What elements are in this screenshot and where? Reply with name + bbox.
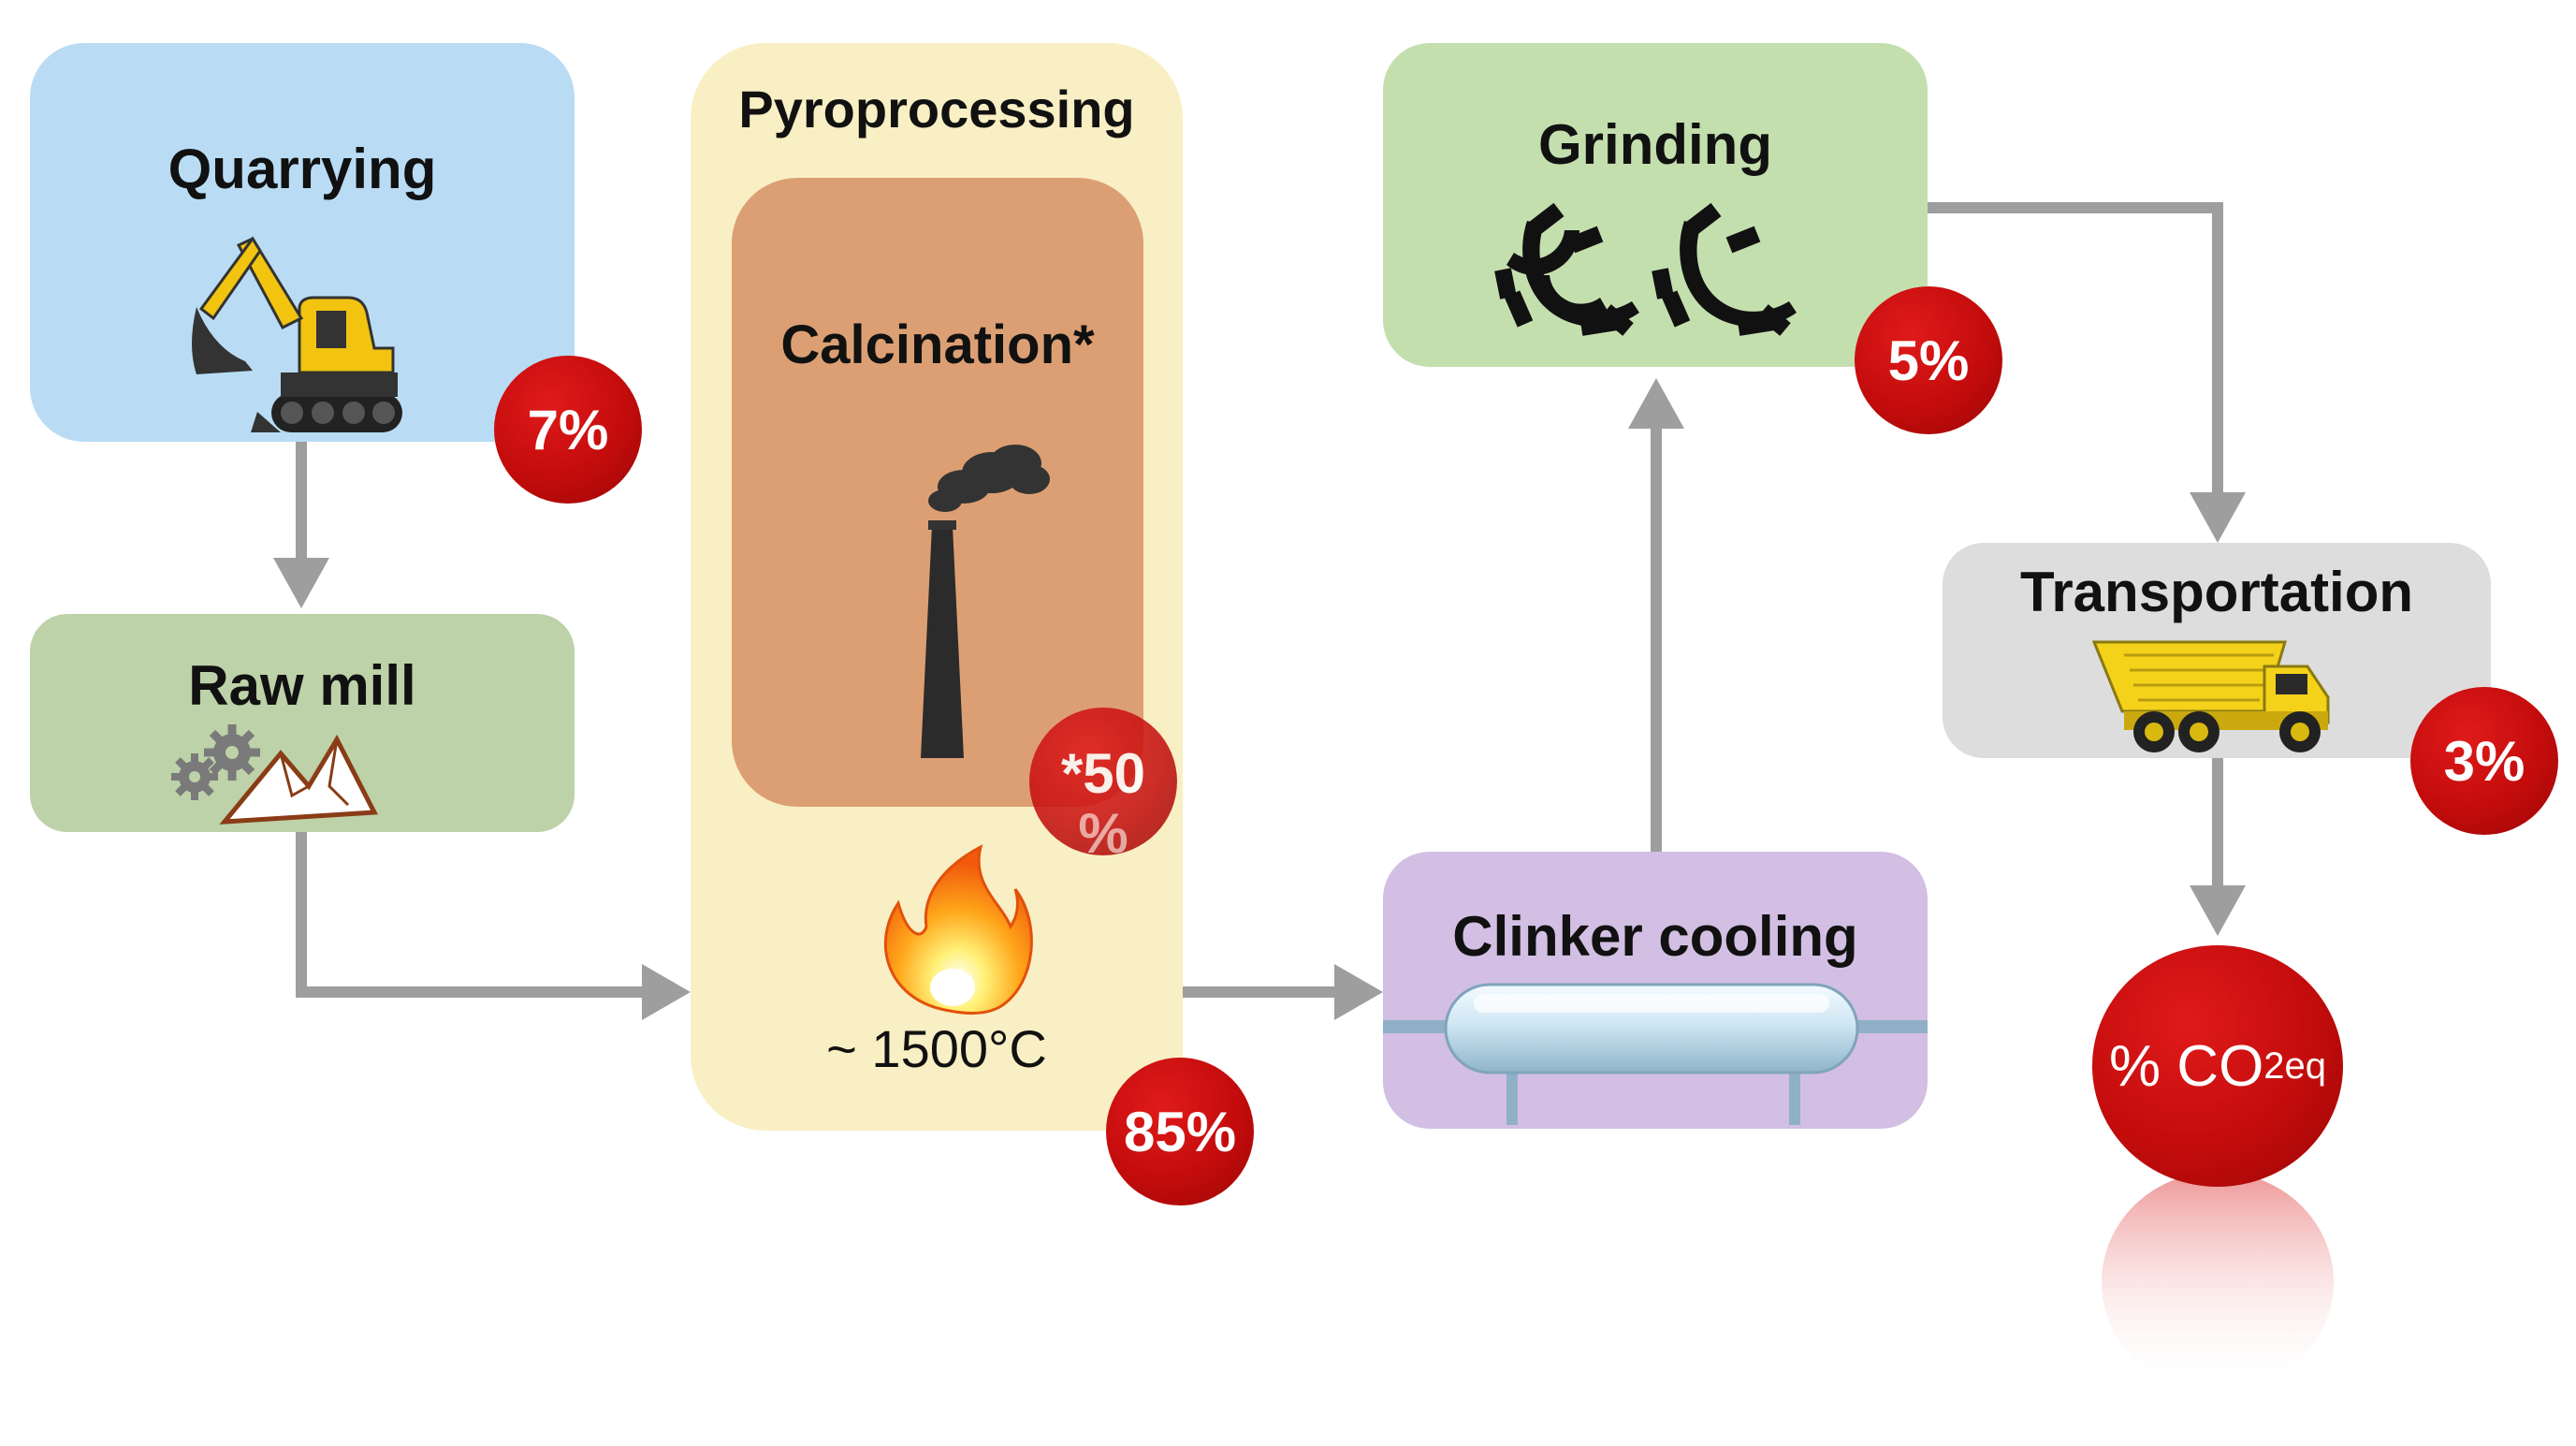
co2eq-subscript: 2eq	[2263, 1044, 2327, 1087]
calcination-share-badge: *50 %	[1029, 708, 1177, 862]
transportation-share-badge: 3%	[2410, 687, 2558, 835]
pyroprocessing-title: Pyroprocessing	[738, 80, 1135, 139]
co2eq-label: % CO	[2108, 1033, 2264, 1099]
arrowhead-right-1	[642, 964, 691, 1020]
calcination-title: Calcination*	[780, 314, 1095, 375]
arrow-heads	[273, 378, 2246, 1020]
pyroprocessing-share-badge: 85%	[1106, 1058, 1254, 1205]
arrow-grinding-to-transport	[1928, 202, 2223, 496]
arrowhead-up-1	[1628, 378, 1684, 429]
flame-icon	[883, 844, 1033, 1015]
kiln-cooler-tube-icon	[1383, 983, 1928, 1125]
grinding-box: Grinding	[1383, 43, 1928, 367]
excavator-icon	[192, 236, 402, 432]
grinding-title: Grinding	[1538, 113, 1772, 176]
flow-arrows	[296, 202, 2223, 998]
arrowhead-down-2	[2190, 492, 2246, 543]
arrowhead-right-2	[1334, 964, 1383, 1020]
chimney-smoke-icon	[921, 445, 1050, 758]
quarrying-share-badge: 7%	[494, 356, 642, 504]
result-reflection	[2102, 1172, 2334, 1393]
transportation-title: Transportation	[2019, 561, 2414, 623]
arrowhead-down-3	[2190, 885, 2246, 936]
clinker-cooling-title: Clinker cooling	[1452, 905, 1858, 968]
dump-truck-icon	[2091, 640, 2330, 752]
arrow-rawmill-to-pyro	[296, 832, 646, 998]
calcination-share-line2: %	[1078, 802, 1128, 865]
calcination-share-line1: *50	[1060, 742, 1146, 805]
grinding-gears-icon	[1494, 202, 1797, 336]
arrowhead-down-1	[273, 558, 329, 608]
pyroprocessing-temperature: ~ 1500°C	[826, 1019, 1047, 1078]
raw-mill-title: Raw mill	[188, 654, 416, 717]
quarrying-title: Quarrying	[167, 138, 437, 200]
grinding-share-badge: 5%	[1855, 286, 2002, 434]
gears-and-mountains-icon	[171, 724, 378, 825]
